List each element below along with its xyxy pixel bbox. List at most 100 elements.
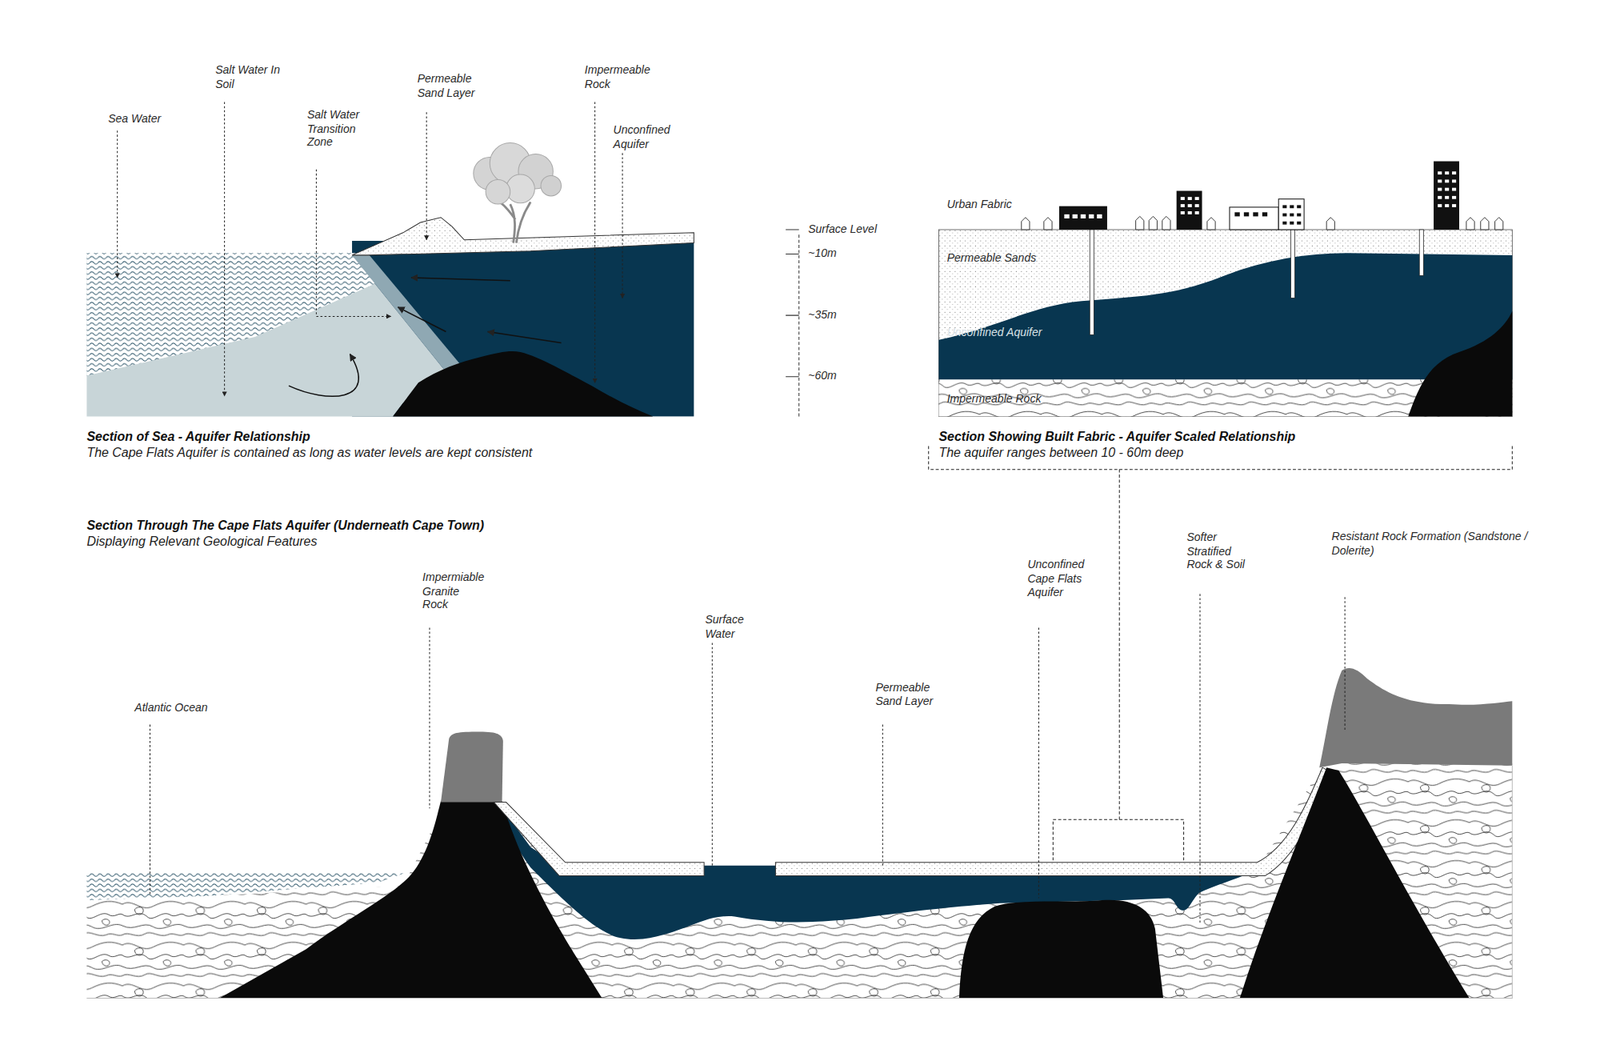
illustration-part [1419,229,1424,276]
illustration-part [1495,217,1504,230]
illustration-part [1162,216,1171,230]
illustration-part [1444,204,1449,208]
illustration-part [411,277,511,281]
illustration-part [1252,212,1258,216]
illustration-part [1021,217,1030,230]
illustration-part [712,643,713,868]
illustration-part [1021,216,1504,230]
scale-label: Surface Level [808,222,920,236]
illustration-part [397,307,446,332]
illustration-part [116,130,118,278]
illustration-part [1080,214,1086,219]
illustration-part [1244,212,1249,216]
illustration-part [1437,204,1442,208]
sea-aquifer-section [86,102,694,417]
rock-outcrop [1408,311,1512,416]
leader-lines [149,593,1345,924]
illustration-part [495,199,532,244]
illustration-part [1180,204,1185,208]
illustration-part [1262,212,1268,216]
illustration-part [785,229,800,377]
leader-lines [117,102,623,396]
illustration-part [485,179,511,204]
illustration-part [1096,214,1102,219]
illustration-part [288,354,359,397]
illustration-part [1437,171,1456,208]
illustration-part [1195,196,1200,200]
leader-label: Impermeable Rock [584,63,662,92]
illustration-part [316,169,391,317]
section-caption: The aquifer ranges between 10 - 60m deep [938,445,1551,461]
scale-label: ~60m [808,369,870,384]
depth-scale [785,229,800,416]
illustration-part [1282,213,1287,217]
illustration-part [622,152,624,298]
illustration-part [1234,204,1301,224]
tree [473,143,562,244]
wells [1089,229,1424,335]
leader-label: Atlantic Ocean [134,700,247,715]
illustration-part [882,724,884,868]
sand-layer [493,802,704,876]
illustration-part [594,102,596,384]
section-title: Section Through The Cape Flats Aquifer (… [86,518,740,534]
section-title: Section Showing Built Fabric - Aquifer S… [938,429,1551,445]
illustration-part [1089,229,1094,335]
illustration-part [1072,214,1078,219]
illustration-part [224,102,225,396]
leader-label: Permeable Sand Layer [875,680,952,709]
illustration-part [1199,593,1200,924]
transition-zone [352,255,461,376]
scale-label: ~35m [808,308,870,322]
illustration-part [1136,216,1144,230]
permeable-sands [938,229,1512,416]
illustration-part [1452,188,1456,192]
illustration-part [1289,204,1294,208]
leader-label: Impermiable Granite Rock [422,570,486,612]
section-title: Section of Sea - Aquifer Relationship [86,429,740,445]
illustration-part [1444,171,1449,175]
sea-water [86,252,380,376]
layer-label: Impermeable Rock [947,392,1091,406]
illustration-part [1444,188,1449,192]
illustration-part [488,332,562,344]
leader-label: Unconfined Aquifer [613,123,691,152]
illustration-part [1437,196,1442,200]
illustration-part [149,724,151,896]
illustration-part [1044,217,1052,230]
illustration-part [1444,196,1449,200]
illustration-part [1452,204,1456,208]
illustration-part [1148,216,1157,230]
illustration-part [1064,214,1069,219]
illustration-part [1452,196,1456,200]
scale-label: ~10m [808,247,870,261]
impermeable-rock [392,351,653,416]
buildings [1021,161,1504,230]
illustration-part [1176,191,1203,230]
illustration-part [1452,179,1456,183]
illustration-part [1059,206,1108,230]
section-frame [86,765,1512,999]
illustration-part [1188,204,1192,208]
illustration-part [1234,212,1240,216]
illustration-part [1180,211,1185,215]
illustration-part [1195,211,1200,215]
sand-layer [352,217,694,256]
granite-cap [440,732,504,803]
illustration-part [506,174,536,204]
leader-label: Sea Water [108,112,190,126]
illustration-part [1291,229,1296,298]
leader-label: Salt Water Transition Zone [307,108,371,150]
leader-label: Softer Stratified Rock & Soil [1186,530,1250,572]
illustration-part [1278,199,1304,230]
illustration-part [1188,211,1192,215]
illustration-part [1296,213,1301,217]
illustration-part [1064,214,1102,219]
illustration-part [1296,204,1301,208]
section-caption: The Cape Flats Aquifer is contained as l… [86,445,740,461]
illustration-part [1088,214,1094,219]
illustration-part [1326,217,1335,230]
